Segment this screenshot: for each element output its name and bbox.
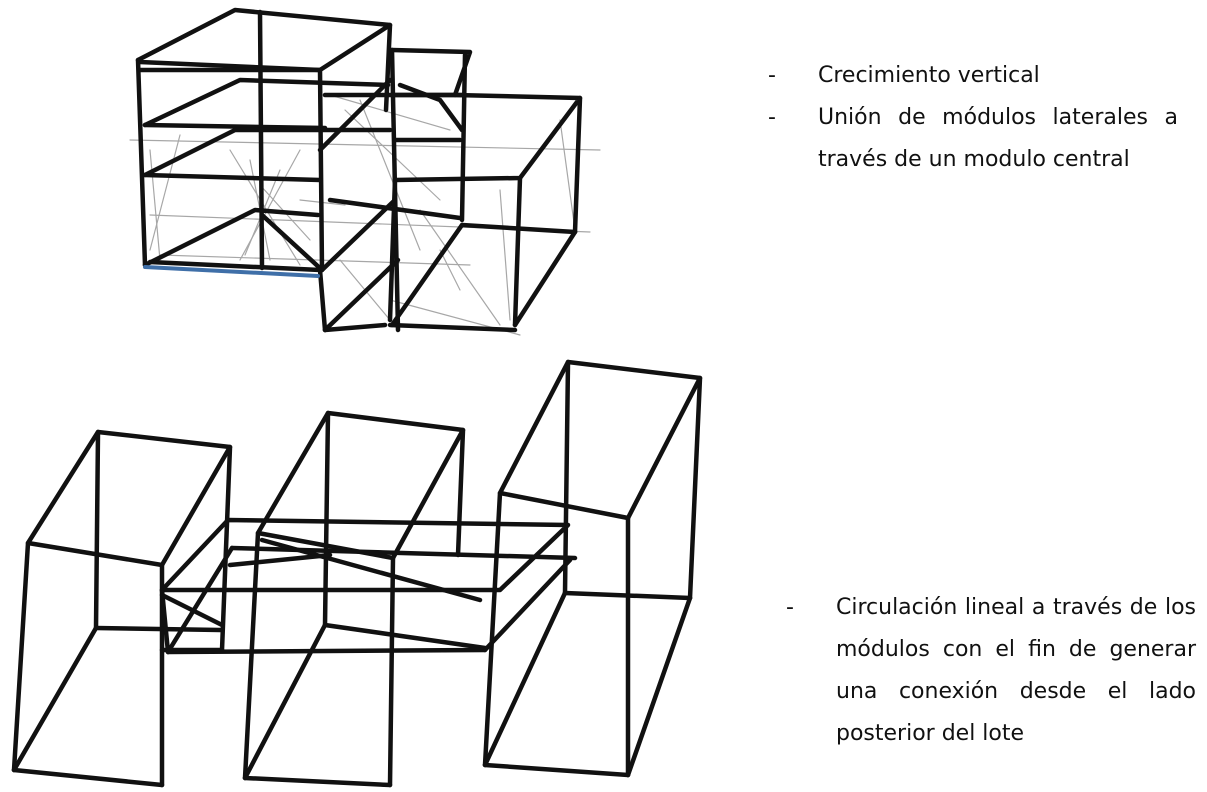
bullet-text: Circulación lineal a través de los módul… [836, 595, 1196, 746]
bottom-annotation-list: - Circulación lineal a través de los mód… [786, 587, 1196, 755]
bullet-marker: - [786, 595, 794, 620]
top-sketch-vertical-growth [129, 7, 601, 336]
sketch-main-lines [135, 7, 583, 333]
module-middle [242, 410, 488, 788]
module-left [11, 429, 233, 788]
connecting-corridor [159, 517, 578, 655]
list-item: - Unión de módulos laterales a través de… [768, 97, 1178, 181]
bullet-text: Unión de módulos laterales a través de u… [818, 105, 1178, 172]
base-edge-highlight [143, 265, 320, 278]
module-right [482, 359, 703, 778]
list-item: - Circulación lineal a través de los mód… [786, 587, 1196, 755]
bullet-marker: - [768, 63, 776, 88]
bullet-text: Crecimiento vertical [818, 63, 1040, 88]
bottom-sketch-linear-circulation [11, 359, 703, 788]
top-annotation-list: - Crecimiento vertical - Unión de módulo… [768, 55, 1188, 181]
bullet-marker: - [768, 105, 776, 130]
list-item: - Crecimiento vertical [768, 55, 1178, 97]
